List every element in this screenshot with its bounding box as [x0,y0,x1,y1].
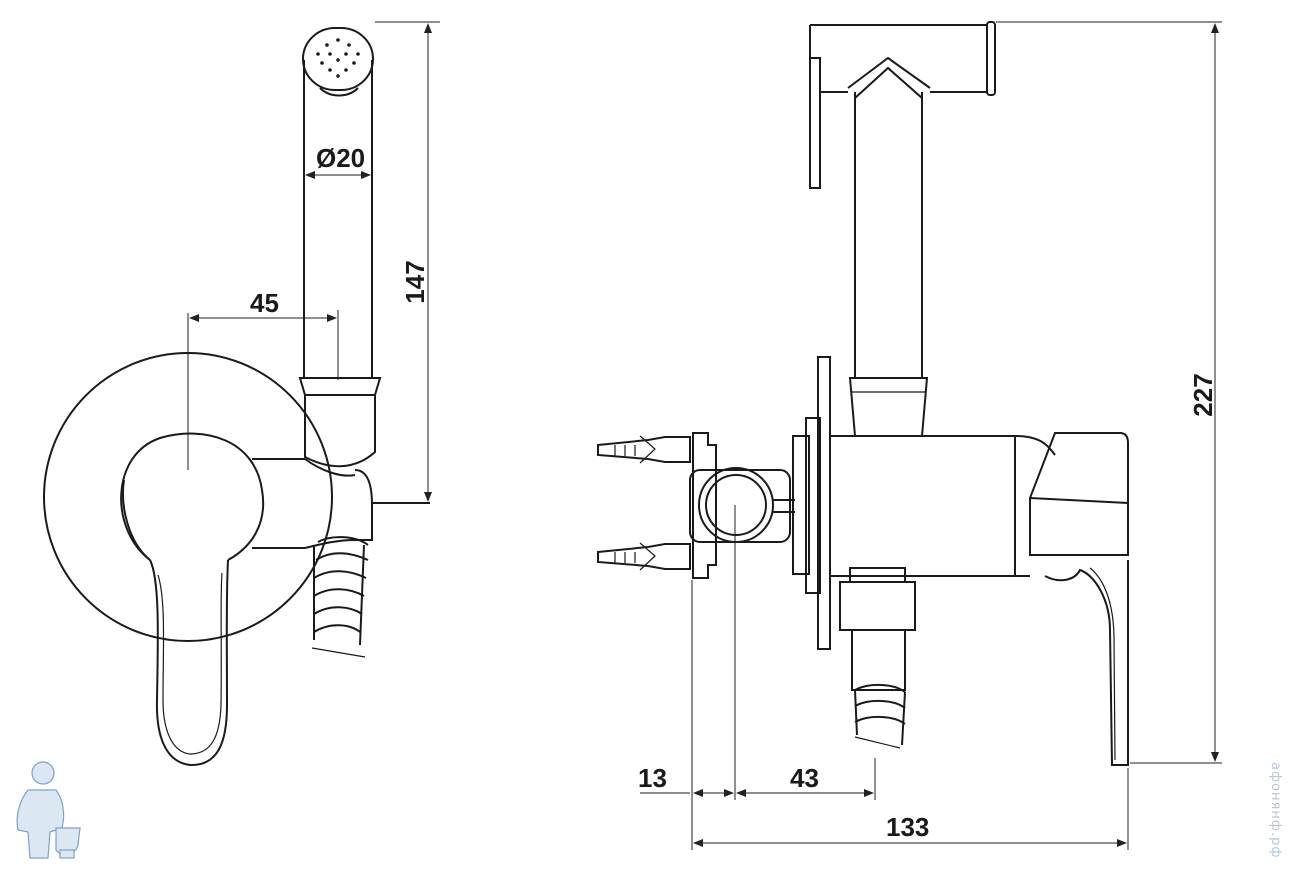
dim-diameter: Ø20 [305,143,371,179]
hose-side [854,684,906,749]
dim-wall-depth-label: 13 [638,763,667,793]
mounting-bracket [692,432,717,579]
hand-shower-front [302,27,374,378]
dim-head-offset-label: 45 [250,288,279,318]
front-view: Ø20 147 45 [43,21,440,767]
hand-shower-side [809,21,996,437]
handle-side [1029,432,1129,766]
dim-head-offset: 45 [189,288,339,380]
dim-total-depth: 133 [693,812,1127,847]
dim-inlet-offset: 43 [736,763,874,797]
dim-total-height-label: 227 [1188,373,1218,416]
side-view: 227 13 43 133 [597,21,1222,850]
valve-body [829,435,1016,577]
wall-anchor-bottom [597,542,691,571]
dim-inlet-offset-label: 43 [790,763,819,793]
watermark-text: афонянф.рф [1268,762,1283,858]
lever-handle [149,559,229,767]
dim-total-height: 227 [996,21,1222,764]
spray-holes [316,38,360,78]
hose-front [311,536,369,658]
dim-wall-depth: 13 [638,763,734,797]
dim-hose-height-label: 147 [400,260,430,303]
holder-bracket [252,458,356,549]
dim-diameter-label: Ø20 [316,143,365,173]
dim-hose-height: 147 [375,21,440,502]
inlet-ring [698,467,774,543]
lever-hub [120,432,265,561]
mascot-logo [16,761,81,859]
wall-anchor-top [597,435,691,464]
outlet-fitting [839,567,916,691]
dim-total-depth-label: 133 [886,812,929,842]
